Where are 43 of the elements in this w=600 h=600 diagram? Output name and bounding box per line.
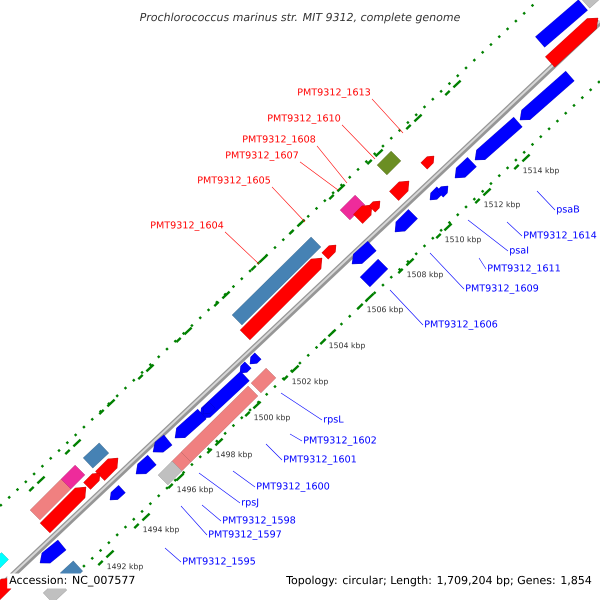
gene-label: PMT9312_1597 — [209, 530, 281, 540]
leader-line — [300, 162, 338, 190]
leader-line — [506, 222, 522, 236]
gene-label: rpsJ — [242, 498, 258, 508]
gene-label: PMT9312_1608 — [243, 135, 316, 145]
leader-line — [164, 548, 182, 562]
gene-label: PMT9312_1607 — [226, 151, 298, 161]
leader-line — [342, 124, 376, 160]
leader-line — [198, 472, 240, 504]
gene-label: rpsL — [324, 416, 344, 424]
leader-line — [316, 146, 348, 184]
gene-label: PMT9312_1614 — [524, 231, 596, 241]
leader-line — [224, 232, 260, 264]
leader-line — [272, 186, 306, 222]
leader-line — [266, 444, 282, 460]
leader-line — [468, 220, 508, 252]
leader-line — [372, 98, 404, 134]
leader-line — [232, 470, 256, 488]
leader-line — [280, 392, 322, 420]
gene-label: PMT9312_1604 — [151, 221, 224, 231]
gene-label: PMT9312_1613 — [298, 88, 370, 98]
gene-label: PMT9312_1605 — [198, 176, 270, 186]
gene-label: PMT9312_1601 — [284, 455, 356, 465]
gene-label: psaB — [557, 206, 580, 214]
genome-info-label: Topology: circular; Length: 1,709,204 bp; Genes: 1,854 — [284, 574, 594, 588]
leader-line — [430, 252, 464, 290]
accession-label: Accession: NC_007577 — [7, 574, 138, 588]
leader-line — [478, 258, 486, 270]
title: Prochlorococcus marinus str. MIT 9312, complete genome — [140, 12, 460, 24]
gene-label: PMT9312_1600 — [257, 482, 330, 492]
gene-label: PMT9312_1611 — [488, 264, 560, 274]
leader-line — [202, 504, 222, 522]
gene-label: PMT9312_1598 — [223, 516, 296, 526]
gene-label: PMT9312_1610 — [268, 114, 340, 124]
leader-line — [290, 434, 302, 442]
leader-line — [536, 190, 556, 210]
gene-label: PMT9312_1602 — [304, 436, 376, 446]
leader-line — [390, 290, 424, 326]
gene-label: PMT9312_1609 — [466, 284, 538, 294]
gene-label: PMT9312_1595 — [183, 557, 255, 567]
leader-line — [180, 506, 208, 536]
gene-label: psaI — [510, 246, 528, 256]
gene-label: PMT9312_1606 — [425, 320, 498, 330]
